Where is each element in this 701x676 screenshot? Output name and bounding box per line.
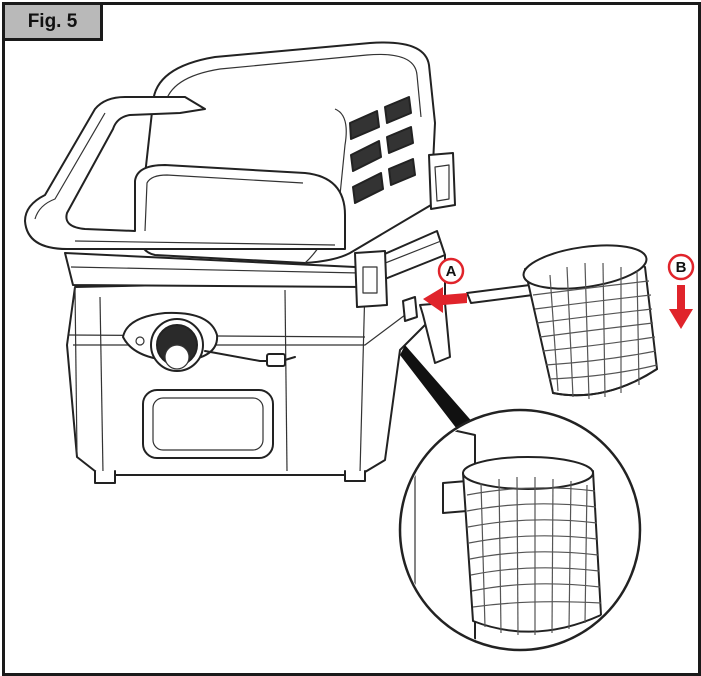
lid-handle (24, 96, 346, 250)
appliance-illustration: A B (24, 41, 695, 652)
basket-hook-slot (402, 296, 451, 364)
callout-b-label: B (676, 259, 687, 276)
callout-a: A (437, 257, 465, 285)
fry-basket (466, 244, 658, 400)
grill-base (66, 242, 446, 484)
figure-label: Fig. 5 (5, 5, 103, 41)
magnifier-connector (400, 345, 475, 433)
magnified-detail (398, 408, 642, 652)
arrow-a-left-icon (423, 287, 467, 313)
temperature-knob (122, 311, 296, 372)
arrow-b-down-icon (669, 285, 693, 329)
callout-a-label: A (446, 263, 457, 280)
lower-plate (64, 230, 446, 308)
callout-b: B (667, 253, 695, 281)
